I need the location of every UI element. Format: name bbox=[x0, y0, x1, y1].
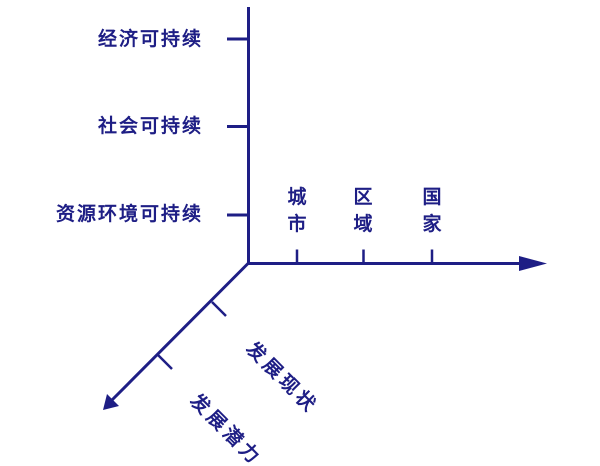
diagonal-tick-current-status bbox=[211, 301, 227, 317]
diagonal-tick-potential bbox=[157, 354, 173, 370]
x-axis-label-nation: 国家 bbox=[422, 187, 442, 235]
x-axis-label-region: 区域 bbox=[353, 187, 373, 235]
arrow-right-icon bbox=[519, 256, 547, 271]
x-axis-label-city: 城市 bbox=[287, 187, 307, 235]
diagonal-axis-line bbox=[110, 262, 250, 402]
y-axis-label-social: 社会可持续 bbox=[97, 116, 203, 137]
y-axis-label-resource-env: 资源环境可持续 bbox=[55, 204, 203, 225]
y-axis-label-economic: 经济可持续 bbox=[97, 29, 203, 50]
arrow-down-left-icon bbox=[103, 394, 119, 410]
